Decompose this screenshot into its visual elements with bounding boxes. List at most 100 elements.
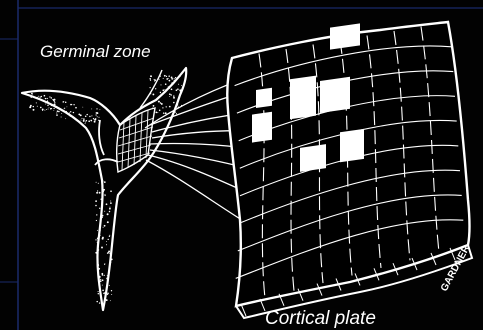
stipple-dot — [104, 195, 105, 196]
stipple-dot — [99, 192, 101, 194]
stipple-dot — [168, 86, 169, 87]
stipple-dot — [36, 102, 37, 103]
stipple-dot — [168, 75, 170, 77]
stipple-dot — [97, 190, 98, 191]
stipple-dot — [171, 82, 173, 84]
stipple-dot — [96, 301, 97, 302]
stipple-dot — [54, 108, 55, 109]
stipple-dot — [165, 112, 167, 114]
stipple-dot — [42, 108, 44, 110]
stipple-dot — [102, 289, 104, 291]
stipple-dot — [170, 85, 171, 86]
stipple-dot — [99, 302, 100, 303]
stipple-dot — [155, 112, 157, 114]
stipple-dot — [61, 113, 62, 114]
stipple-dot — [69, 114, 71, 116]
stipple-dot — [95, 114, 96, 115]
stipple-dot — [51, 104, 53, 106]
stipple-dot — [70, 115, 72, 117]
stipple-dot — [63, 101, 64, 102]
stipple-dot — [166, 78, 168, 80]
stipple-dot — [51, 97, 53, 99]
stipple-dot — [106, 244, 107, 245]
stipple-dot — [97, 252, 99, 254]
stipple-dot — [175, 112, 176, 113]
stipple-dot — [169, 88, 170, 89]
stipple-dot — [164, 75, 166, 77]
stipple-dot — [53, 100, 54, 101]
stipple-dot — [96, 182, 97, 183]
stipple-dot — [47, 105, 48, 106]
stipple-dot — [160, 102, 161, 103]
stipple-dot — [97, 116, 98, 117]
stipple-dot — [103, 227, 104, 228]
stipple-dot — [44, 95, 46, 97]
stipple-dot — [110, 200, 111, 201]
stipple-dot — [93, 118, 94, 119]
stipple-dot — [81, 120, 82, 121]
stipple-dot — [54, 101, 55, 102]
stipple-dot — [49, 96, 50, 97]
stipple-dot — [155, 88, 156, 89]
stipple-dot — [107, 221, 109, 223]
stipple-dot — [150, 87, 151, 88]
stipple-dot — [102, 238, 104, 240]
stipple-dot — [98, 240, 99, 241]
stipple-dot — [98, 268, 100, 270]
stipple-dot — [81, 118, 82, 119]
stipple-dot — [177, 88, 179, 90]
stipple-dot — [46, 109, 47, 110]
stipple-dot — [176, 113, 177, 114]
stipple-dot — [99, 230, 100, 231]
stipple-dot — [101, 273, 103, 275]
stipple-dot — [102, 190, 103, 191]
stipple-dot — [100, 235, 101, 236]
stipple-dot — [104, 292, 105, 293]
stipple-dot — [91, 120, 92, 121]
stipple-dot — [67, 113, 68, 114]
stipple-dot — [91, 108, 92, 109]
stipple-dot — [96, 108, 97, 109]
stipple-dot — [104, 194, 105, 195]
stipple-dot — [104, 264, 105, 265]
stipple-dot — [31, 93, 33, 95]
stipple-dot — [65, 118, 66, 119]
stipple-dot — [173, 97, 175, 99]
stipple-dot — [56, 114, 58, 116]
stipple-dot — [104, 225, 106, 227]
stipple-dot — [164, 89, 165, 90]
stipple-dot — [45, 98, 46, 99]
stipple-dot — [153, 105, 155, 107]
stipple-dot — [110, 190, 112, 192]
stipple-dot — [101, 216, 103, 218]
stipple-dot — [41, 96, 43, 98]
stipple-dot — [95, 118, 97, 120]
stipple-dot — [100, 223, 101, 224]
stipple-dot — [55, 106, 57, 108]
stipple-dot — [171, 88, 173, 90]
stipple-dot — [154, 81, 155, 82]
stipple-dot — [111, 259, 113, 261]
stipple-dot — [49, 107, 50, 108]
stipple-dot — [85, 115, 87, 117]
stipple-dot — [102, 194, 104, 196]
stipple-dot — [102, 180, 104, 182]
stipple-dot — [110, 207, 111, 208]
stipple-dot — [98, 249, 99, 250]
stipple-dot — [57, 110, 59, 112]
stipple-dot — [110, 300, 111, 301]
stipple-dot — [83, 120, 85, 122]
stipple-dot — [106, 203, 108, 205]
stipple-dot — [107, 239, 108, 240]
stipple-dot — [181, 85, 182, 86]
stipple-dot — [174, 80, 175, 81]
stipple-dot — [91, 115, 92, 116]
stipple-dot — [107, 294, 108, 295]
stipple-dot — [38, 96, 39, 97]
stipple-dot — [169, 80, 171, 82]
stipple-dot — [64, 108, 65, 109]
stipple-dot — [176, 89, 178, 91]
stipple-dot — [149, 78, 151, 80]
stipple-dot — [37, 106, 38, 107]
stipple-dot — [44, 110, 45, 111]
